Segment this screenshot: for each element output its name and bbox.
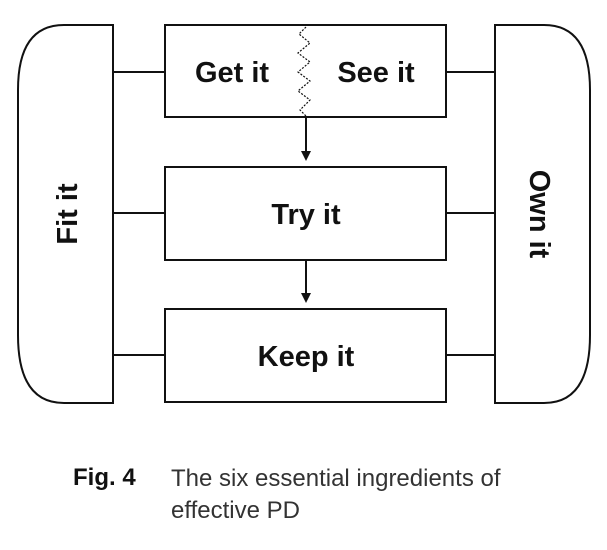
fit-it-container	[17, 24, 114, 404]
figure-number: Fig. 4	[73, 464, 136, 491]
try-it-label: Try it	[271, 199, 341, 231]
fit-it-label: Fit it	[52, 183, 84, 245]
try-box	[164, 166, 447, 261]
see-it-label: See it	[337, 57, 415, 89]
keep-it-label: Keep it	[258, 341, 355, 373]
get-see-box	[164, 24, 447, 118]
figure-caption: The six essential ingredients of effecti…	[171, 465, 501, 524]
zigzag-divider	[297, 26, 311, 117]
own-it-container	[494, 24, 591, 404]
keep-box	[164, 308, 447, 403]
get-it-label: Get it	[195, 57, 269, 89]
own-it-label: Own it	[523, 170, 555, 259]
